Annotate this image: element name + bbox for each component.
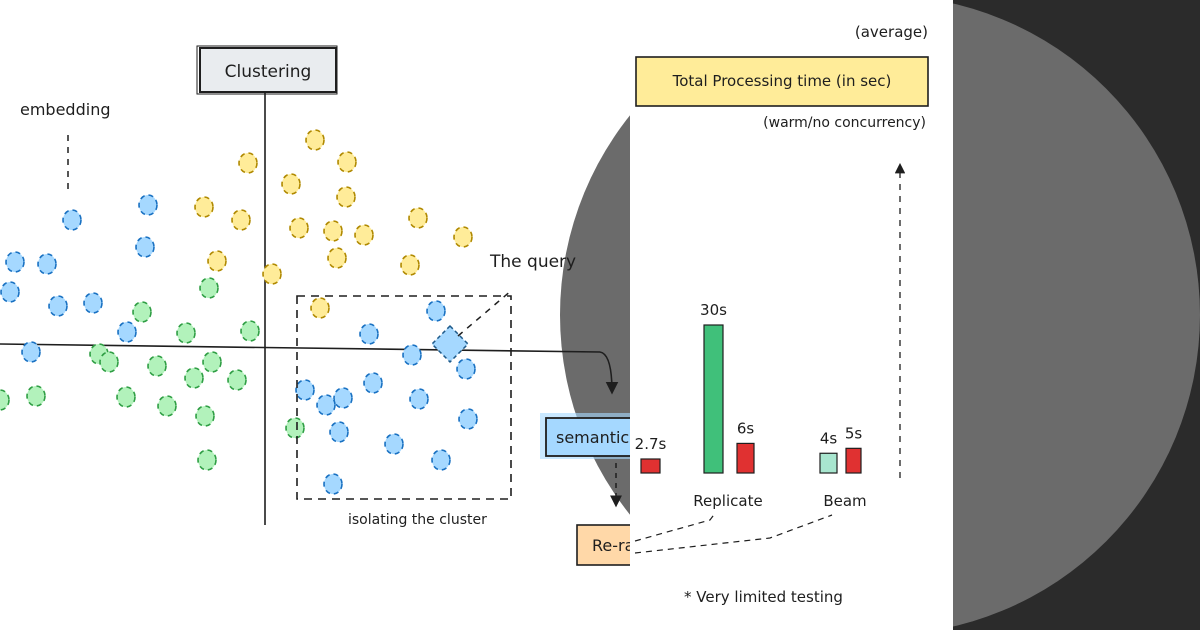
green-dot bbox=[197, 449, 217, 471]
scatter-diagram: Clustering embedding isolating the clust… bbox=[0, 45, 658, 566]
yellow-dot bbox=[323, 220, 343, 242]
bar-value-label: 4s bbox=[820, 429, 838, 447]
isolating-cluster-box bbox=[296, 295, 512, 500]
green-dot bbox=[176, 322, 196, 344]
clustering-box bbox=[199, 47, 337, 93]
chart-title: Total Processing time (in sec) bbox=[672, 72, 892, 90]
embedding-dots bbox=[0, 129, 478, 495]
yellow-dot bbox=[289, 217, 309, 239]
blue-dot bbox=[0, 281, 20, 303]
yellow-dot bbox=[400, 254, 420, 276]
green-dot bbox=[227, 369, 247, 391]
beam-connector bbox=[634, 514, 833, 554]
green-dot bbox=[116, 386, 136, 408]
bar-value-label: 2.7s bbox=[635, 435, 667, 453]
blue-dot bbox=[402, 344, 422, 366]
query-pointer bbox=[457, 289, 513, 337]
semantic-box bbox=[545, 417, 647, 457]
blue-dot bbox=[431, 449, 451, 471]
blue-dot bbox=[5, 251, 25, 273]
blue-dot bbox=[117, 321, 137, 343]
chart-subtitle: (warm/no concurrency) bbox=[763, 115, 926, 131]
yellow-dot bbox=[194, 196, 214, 218]
blue-dot bbox=[329, 421, 349, 443]
blue-dot bbox=[384, 433, 404, 455]
green-dot bbox=[26, 385, 46, 407]
replicate-connector bbox=[634, 511, 717, 542]
green-dot bbox=[195, 405, 215, 427]
yellow-dot bbox=[305, 129, 325, 151]
yellow-dot bbox=[453, 226, 473, 248]
green-dot bbox=[147, 355, 167, 377]
blue-dot bbox=[135, 236, 155, 258]
clustering-label: Clustering bbox=[225, 62, 312, 82]
blue-dot bbox=[48, 295, 68, 317]
chart-title-box bbox=[635, 56, 929, 107]
blue-dot bbox=[409, 388, 429, 410]
semantic-label: semantic bbox=[556, 428, 629, 447]
bar-baseline-0 bbox=[640, 458, 661, 474]
yellow-dot bbox=[337, 151, 357, 173]
blue-dot bbox=[363, 372, 383, 394]
blue-dot bbox=[21, 341, 41, 363]
bar-value-label: 6s bbox=[737, 419, 755, 437]
blue-dot bbox=[359, 323, 379, 345]
footnote: * Very limited testing bbox=[684, 588, 843, 606]
yellow-dot bbox=[262, 263, 282, 285]
blue-dot bbox=[83, 292, 103, 314]
blue-dot bbox=[458, 408, 478, 430]
green-dot bbox=[202, 351, 222, 373]
bar-beam-1 bbox=[845, 447, 862, 474]
green-dot bbox=[0, 389, 10, 411]
green-dot bbox=[184, 367, 204, 389]
yellow-dot bbox=[354, 224, 374, 246]
yellow-dot bbox=[310, 297, 330, 319]
yellow-dot bbox=[336, 186, 356, 208]
blue-dot bbox=[316, 394, 336, 416]
blue-dot bbox=[138, 194, 158, 216]
bar-value-label: 30s bbox=[700, 301, 727, 319]
blue-dot bbox=[426, 300, 446, 322]
green-dot bbox=[240, 320, 260, 342]
x-axis bbox=[0, 343, 601, 353]
group-label-beam: Beam bbox=[823, 492, 866, 510]
embedding-label: embedding bbox=[20, 100, 110, 119]
blue-dot bbox=[37, 253, 57, 275]
yellow-dot bbox=[231, 209, 251, 231]
average-label: (average) bbox=[855, 23, 928, 41]
blue-dot bbox=[295, 379, 315, 401]
group-label-replicate: Replicate bbox=[693, 492, 762, 510]
green-dot bbox=[132, 301, 152, 323]
results-panel-content: (average) Total Processing time (in sec)… bbox=[635, 23, 929, 606]
green-dot bbox=[157, 395, 177, 417]
bar-replicate-0 bbox=[703, 324, 724, 474]
blue-dot bbox=[323, 473, 343, 495]
bar-replicate-1 bbox=[736, 442, 755, 474]
blue-dot bbox=[62, 209, 82, 231]
yellow-dot bbox=[281, 173, 301, 195]
green-dot bbox=[285, 417, 305, 439]
yellow-dot bbox=[238, 152, 258, 174]
query-diamond bbox=[430, 324, 470, 364]
bar-beam-0 bbox=[819, 452, 838, 474]
green-dot bbox=[199, 277, 219, 299]
blue-dot bbox=[456, 358, 476, 380]
bar-value-label: 5s bbox=[845, 424, 863, 442]
clustering-box-outline bbox=[196, 45, 338, 95]
yellow-dot bbox=[207, 250, 227, 272]
x-axis-arrow bbox=[599, 351, 619, 395]
yellow-dot bbox=[408, 207, 428, 229]
isolating-label: isolating the cluster bbox=[348, 512, 487, 528]
query-label: The query bbox=[489, 252, 576, 272]
blue-dot bbox=[333, 387, 353, 409]
yellow-dot bbox=[327, 247, 347, 269]
green-dot bbox=[99, 351, 119, 373]
